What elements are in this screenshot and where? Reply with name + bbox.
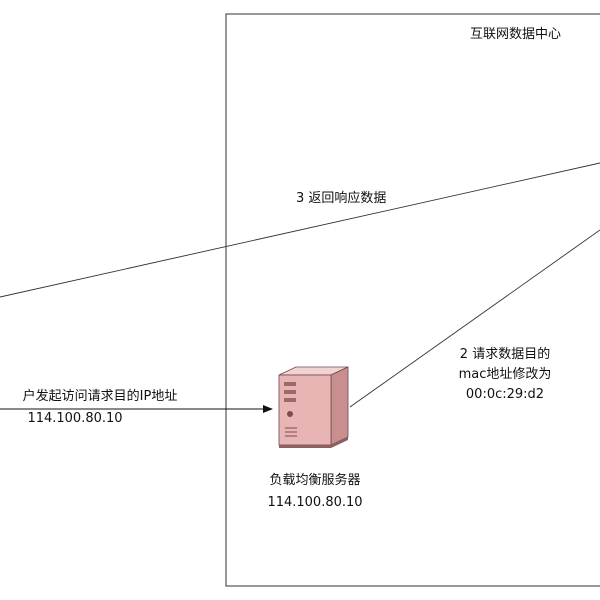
load-balancer-name: 负载均衡服务器	[269, 473, 361, 488]
forward-line	[349, 229, 600, 408]
forward-label-line1: 2 请求数据目的	[459, 347, 551, 362]
client-request-label-line2: 114.100.80.10	[27, 411, 123, 426]
load-balancer-ip: 114.100.80.10	[267, 495, 363, 510]
response-line	[0, 162, 600, 298]
forward-label-line2: mac地址修改为	[458, 367, 552, 382]
forward-label-line3: 00:0c:29:d2	[465, 387, 545, 402]
response-label: 3 返回响应数据	[296, 191, 387, 206]
datacenter-boundary	[225, 13, 600, 587]
client-request-label-line1: 户发起访问请求目的IP地址	[22, 389, 178, 404]
datacenter-title: 互联网数据中心	[470, 27, 562, 42]
server-icon	[278, 366, 349, 448]
